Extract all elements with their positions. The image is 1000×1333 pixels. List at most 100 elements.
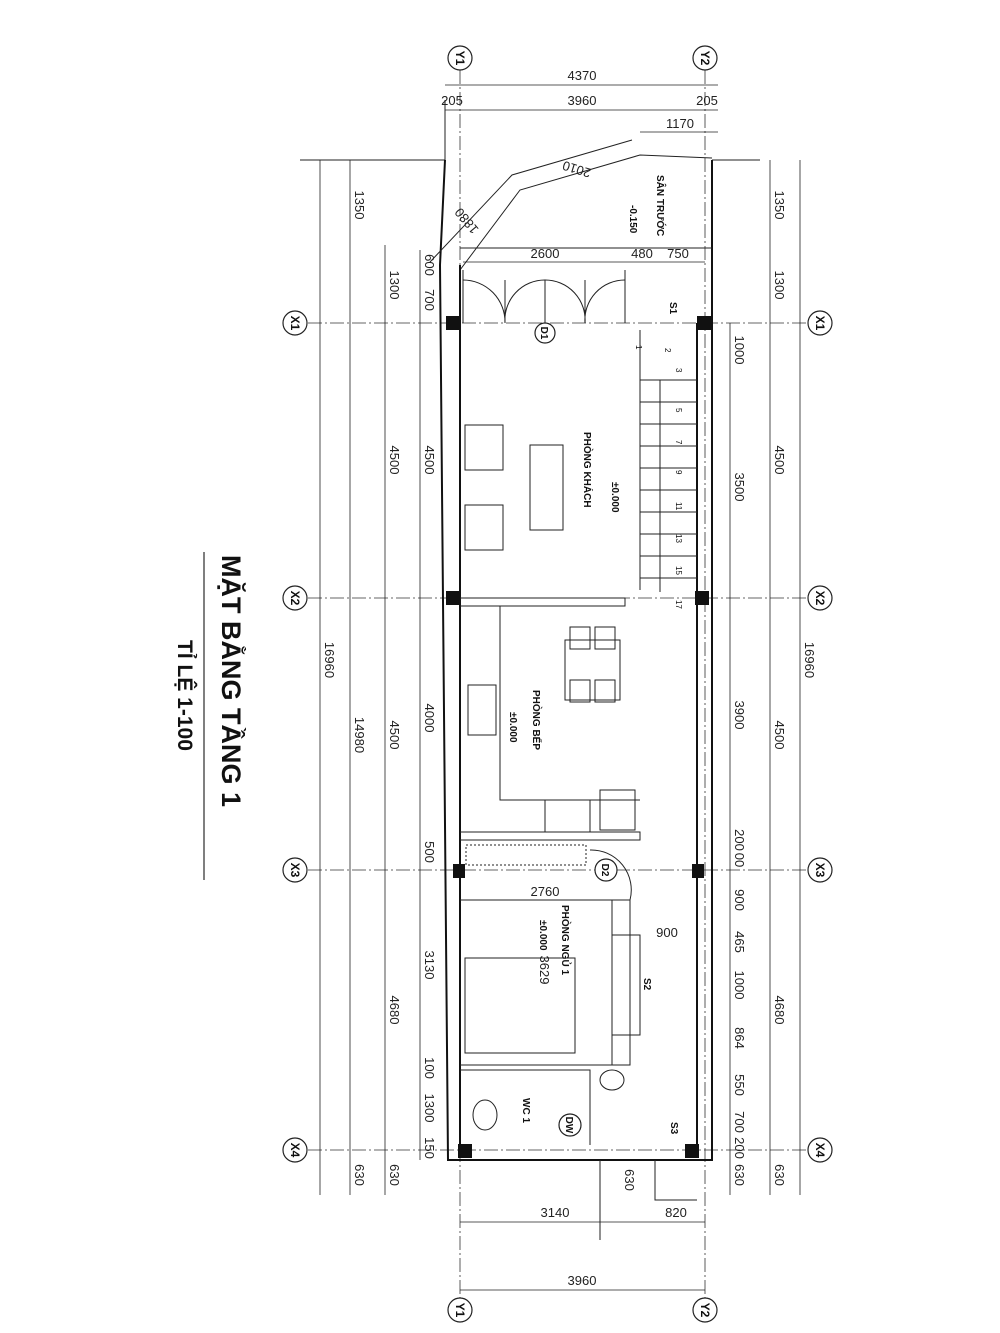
label-text: 900 xyxy=(732,889,747,911)
drawing-element xyxy=(460,597,626,607)
column xyxy=(446,316,460,330)
label-text: 600 xyxy=(422,254,437,276)
dim-left-total: 16960 xyxy=(322,642,337,678)
drawing-element xyxy=(438,159,713,1161)
grid-bubble-x3-right: X3 xyxy=(807,857,833,883)
grid-bubble-x2-right: X2 xyxy=(807,585,833,611)
fridge xyxy=(599,789,636,831)
stair-treads xyxy=(640,379,697,579)
label-text: 4000 xyxy=(422,704,437,733)
tag-s1: S1 xyxy=(667,302,678,315)
label-text: 4500 xyxy=(772,446,787,475)
grid-bubble-x3-left: X3 xyxy=(282,857,308,883)
label-text: 700 xyxy=(732,1111,747,1133)
label-text: 1300 xyxy=(772,271,787,300)
label-text: 2 xyxy=(663,348,672,353)
label-text: Y2 xyxy=(698,51,712,66)
grid-bubbles: Y1 Y2 Y1 Y2 X1 X2 X3 X4 X1 X2 X3 X4 xyxy=(282,45,833,1323)
dimension-lines xyxy=(319,84,801,1291)
label-text: Y2 xyxy=(698,1303,712,1318)
room-front-yard: SÂN TRƯỚC xyxy=(654,175,667,236)
armchair xyxy=(464,504,504,551)
drawing-element xyxy=(447,45,473,71)
drawing-element xyxy=(594,858,618,882)
drawing-element xyxy=(499,606,640,801)
door-swing-d2 xyxy=(589,849,632,901)
drawing-element xyxy=(460,831,641,841)
dim-820: 820 xyxy=(665,1205,687,1220)
label-text: 11 xyxy=(674,502,683,511)
level-kitchen: ±0.000 xyxy=(507,712,518,743)
grid-bubble-y2-bottom: Y2 xyxy=(692,1297,718,1323)
drawing-element xyxy=(807,857,833,883)
dim-2600: 2600 xyxy=(531,246,560,261)
label-text: 150 xyxy=(422,1137,437,1159)
label-text: 17 xyxy=(674,600,683,609)
column xyxy=(458,1144,472,1158)
grid-bubble-x2-left: X2 xyxy=(282,585,308,611)
drawing-element xyxy=(569,626,591,650)
label-text: 7 xyxy=(674,440,683,445)
label-text: 630 xyxy=(772,1164,787,1186)
dim-3140: 3140 xyxy=(541,1205,570,1220)
label-text: 864 xyxy=(732,1027,747,1049)
door-window-tags: D1 D2 DW S1 S2 S3 xyxy=(534,302,679,1137)
room-wc: WC 1 xyxy=(520,1098,531,1123)
dim-top-total: 4370 xyxy=(568,68,597,83)
label-text: X2 xyxy=(288,591,302,606)
drawing-element xyxy=(807,585,833,611)
coffee-table xyxy=(529,444,564,531)
toilet xyxy=(472,1099,498,1131)
column xyxy=(692,864,704,878)
tag-d1: D1 xyxy=(538,327,549,340)
label-text: X1 xyxy=(813,316,827,331)
label-text: 630 xyxy=(352,1164,367,1186)
level-front-yard: -0.150 xyxy=(627,205,638,234)
label-text: 4680 xyxy=(772,996,787,1025)
label-text: 700 xyxy=(422,289,437,311)
dim-2760: 2760 xyxy=(531,884,560,899)
label-text: 15 xyxy=(674,566,683,575)
room-living: PHÒNG KHÁCH xyxy=(581,432,594,508)
label-text: 14980 xyxy=(352,717,367,753)
label-text: 00 xyxy=(732,853,747,867)
dim-1170: 1170 xyxy=(666,116,694,131)
grid-bubble-y2-top: Y2 xyxy=(692,45,718,71)
label-text: 1300 xyxy=(422,1094,437,1123)
dim-3629: 3629 xyxy=(537,956,552,985)
label-text: X4 xyxy=(813,1143,827,1158)
label-text: 5 xyxy=(674,408,683,413)
label-text: 200 xyxy=(732,829,747,851)
drawing-element xyxy=(300,100,446,161)
dim-480: 480 xyxy=(631,246,653,261)
column xyxy=(697,316,711,330)
label-text: 630 xyxy=(732,1164,747,1186)
label-text: 4680 xyxy=(387,996,402,1025)
drawing-element xyxy=(282,1137,308,1163)
label-text: X4 xyxy=(288,1143,302,1158)
title-text: MẶT BẰNG TẦNG 1 xyxy=(216,555,247,807)
label-text: 3900 xyxy=(732,701,747,730)
label-text: 9 xyxy=(674,470,683,475)
label-text: 200 xyxy=(732,1137,747,1159)
room-kitchen: PHÒNG BẾP xyxy=(530,690,543,750)
washbasin xyxy=(599,1069,625,1091)
label-text: 1350 xyxy=(772,191,787,220)
dim-630-back: 630 xyxy=(622,1169,637,1191)
tag-s3: S3 xyxy=(668,1122,679,1135)
room-bedroom: PHÒNG NGỦ 1 xyxy=(559,905,572,975)
label-text: 500 xyxy=(422,841,437,863)
tag-dw: DW xyxy=(563,1117,574,1134)
label-text: 1 xyxy=(634,345,643,350)
label-text: 1300 xyxy=(387,271,402,300)
drawing-element xyxy=(569,679,591,703)
drawing-element xyxy=(460,899,631,1066)
wardrobe xyxy=(611,934,641,1036)
drawing-element xyxy=(534,322,556,344)
drawing-element xyxy=(594,679,616,703)
dim-750: 750 xyxy=(667,246,689,261)
grid-bubble-x4-left: X4 xyxy=(282,1137,308,1163)
drawing-element xyxy=(639,330,661,592)
drawing-element xyxy=(462,279,626,324)
